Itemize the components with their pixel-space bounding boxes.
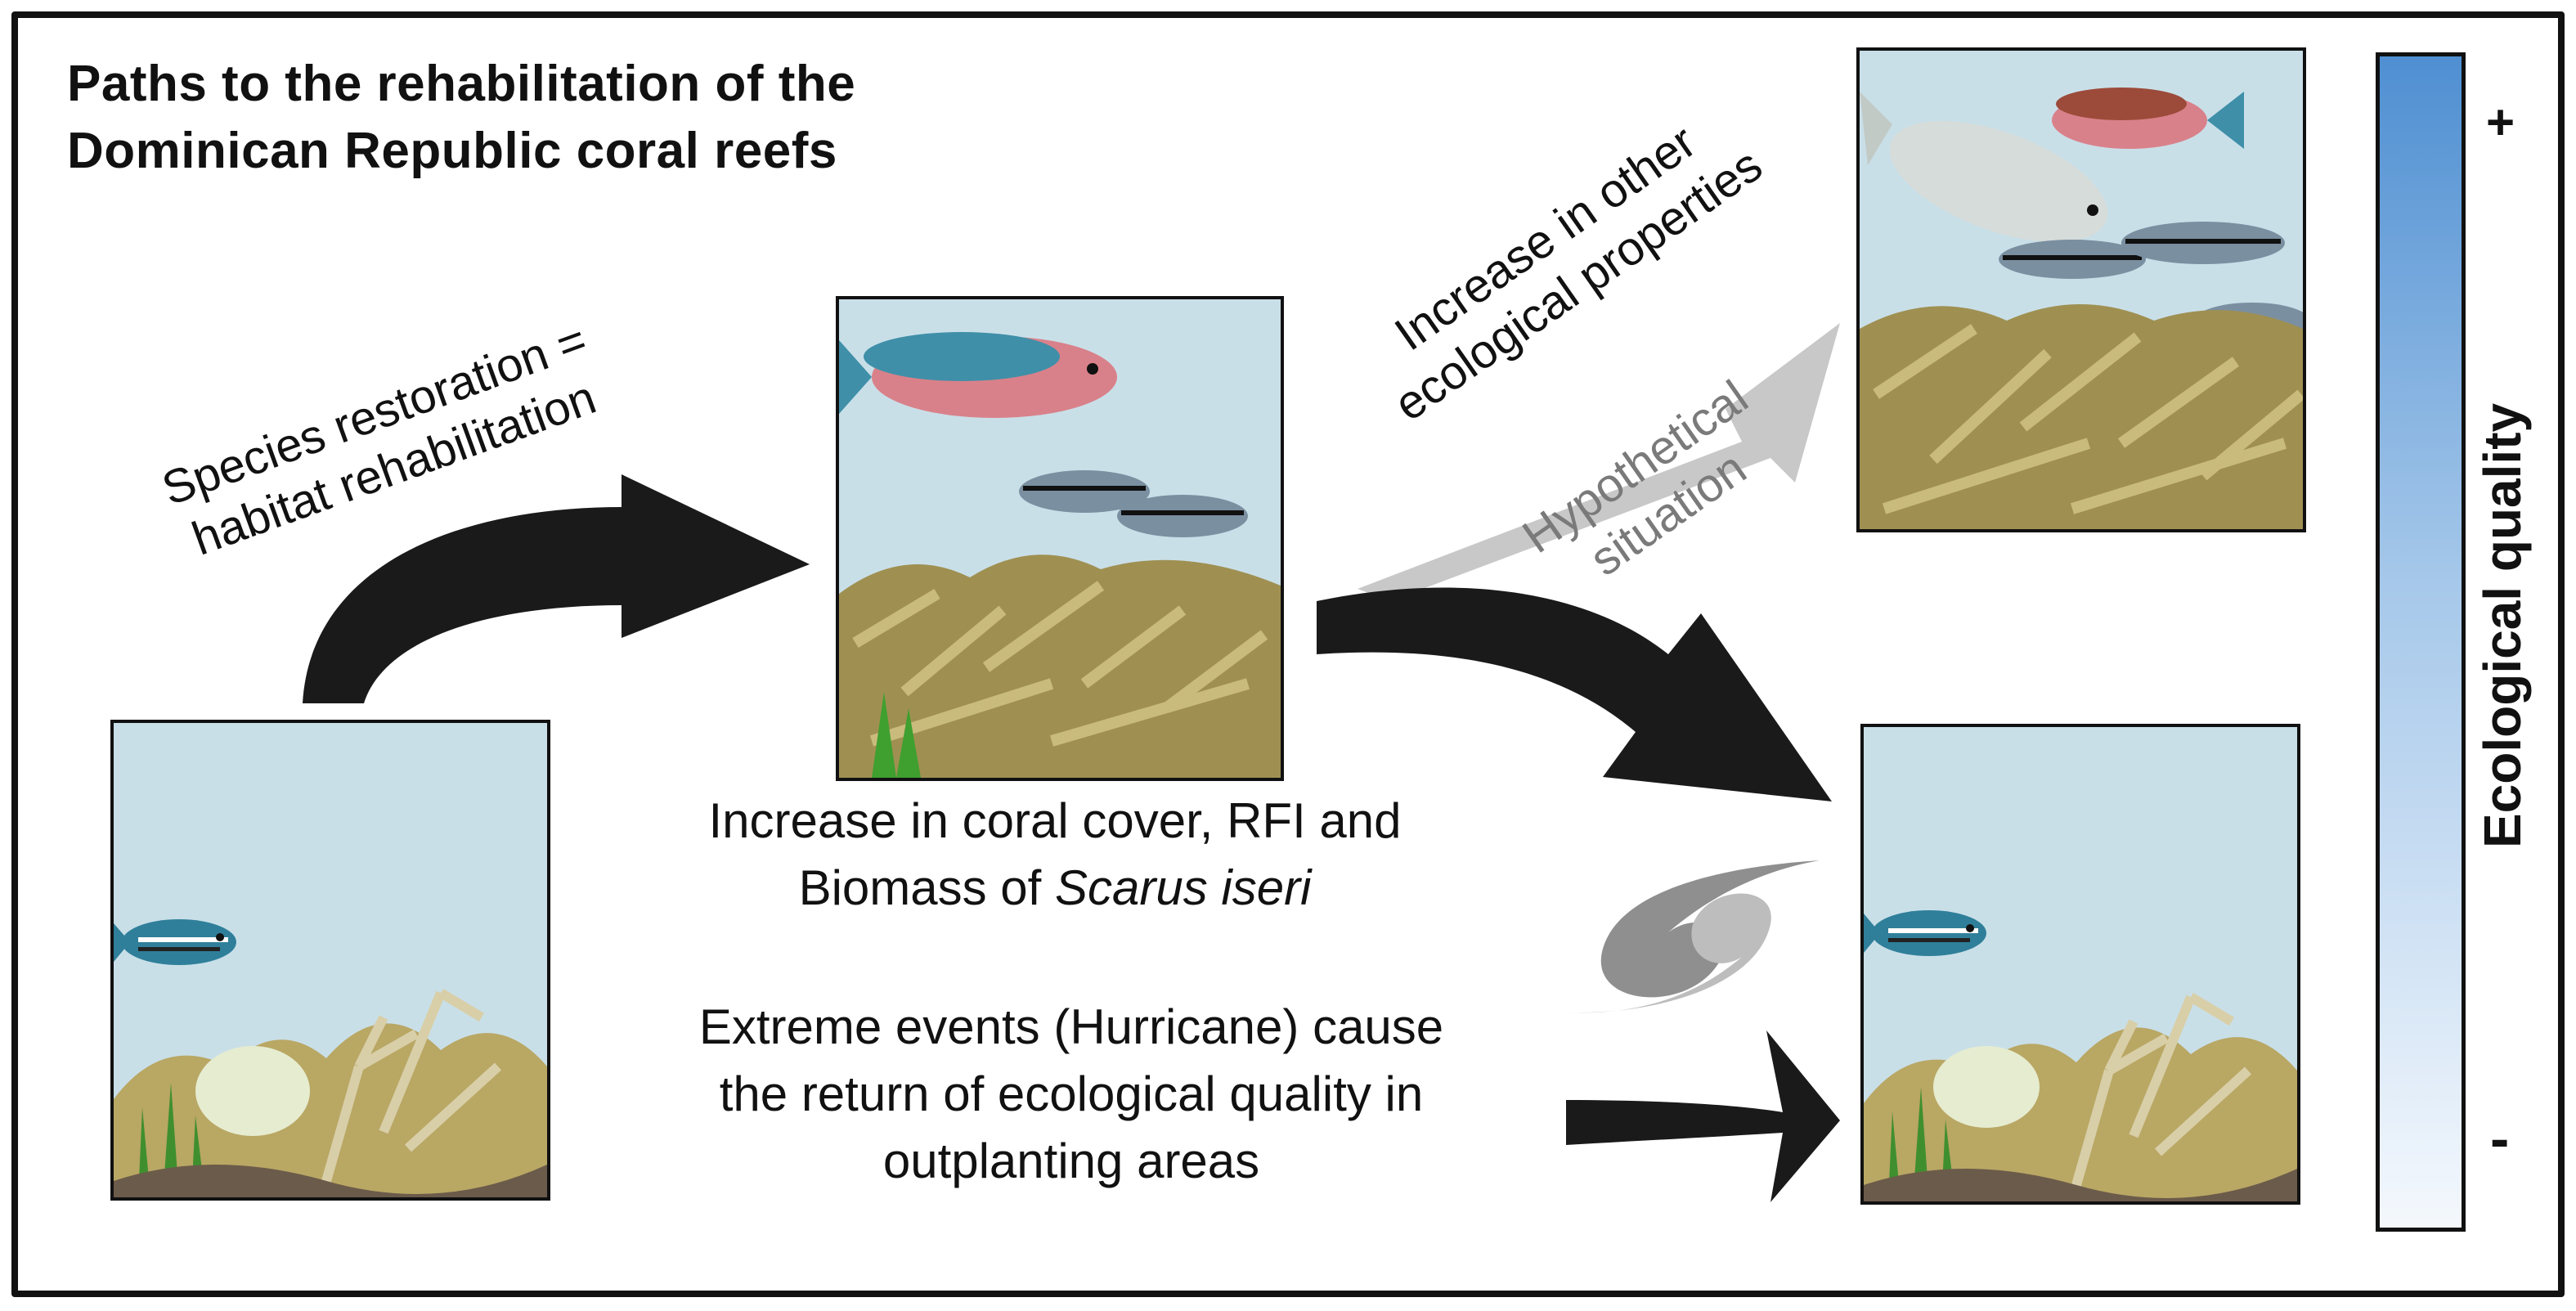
coral-rubble (1864, 992, 2297, 1201)
species-name: Scarus iseri (1055, 860, 1312, 915)
arrow-restoration (303, 474, 810, 703)
arrow-hypothetical (1358, 323, 1840, 601)
panel-post-hurricane-reef (1860, 724, 2300, 1205)
figure-title: Paths to the rehabilitation of the Domin… (67, 51, 855, 185)
fish-striped (114, 919, 236, 965)
coral-rubble (114, 988, 547, 1197)
coral-staghorn (1860, 304, 2303, 529)
fish-grouper (1860, 92, 2108, 242)
panel-improved-reef (1856, 47, 2306, 532)
label-extreme-events: Extreme events (Hurricane) cause the ret… (698, 999, 1444, 1188)
coral-staghorn (839, 554, 1281, 778)
figure-frame (11, 11, 2565, 1297)
panel-degraded-reef (110, 720, 550, 1201)
scale-low-symbol: - (2490, 1107, 2510, 1170)
scale-high-symbol: + (2486, 95, 2515, 150)
title-line-1: Paths to the rehabilitation of the (67, 56, 856, 112)
fish-parrotfish (839, 332, 1117, 418)
title-line-2: Dominican Republic coral reefs (67, 123, 837, 179)
arrow-to-improved (1317, 587, 1832, 801)
fish-striped (1864, 910, 1986, 956)
panel-restored-reef (836, 296, 1284, 781)
label-coral-cover: Increase in coral cover, RFI and Biomass… (708, 793, 1402, 915)
scale-label: Ecological quality (2473, 402, 2532, 848)
fish-parrotfish-small (2052, 88, 2244, 149)
arrow-hurricane-return (1566, 1030, 1840, 1202)
ecological-quality-scale (2376, 52, 2466, 1232)
hurricane-icon (1570, 860, 1820, 1013)
